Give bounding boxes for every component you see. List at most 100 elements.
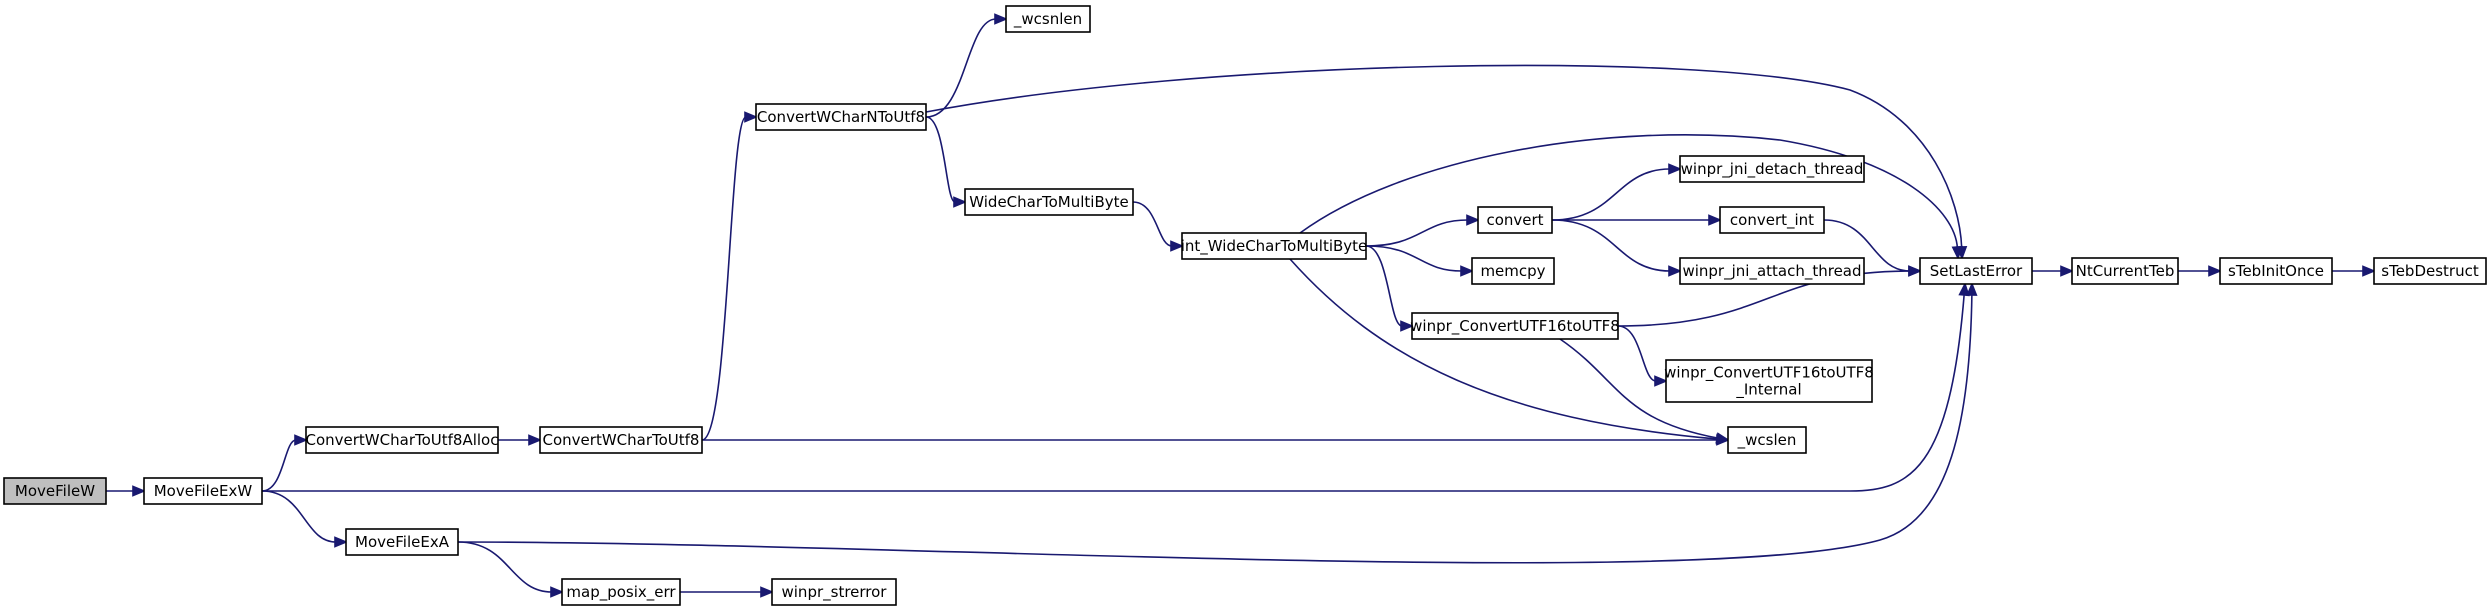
- node-label: convert_int: [1730, 211, 1814, 230]
- arrow-head-icon: [1170, 240, 1185, 252]
- node-label: _wcslen: [1737, 431, 1797, 450]
- node-convertwcharntoutf8[interactable]: ConvertWCharNToUtf8: [755, 103, 927, 131]
- edge-movefileexw-to-movefileexa: [261, 490, 349, 548]
- node-label: NtCurrentTeb: [2076, 262, 2175, 280]
- edge-int-widechartomultibyte-to-memcpy: [1365, 245, 1475, 277]
- node-wcsnlen[interactable]: _wcsnlen: [1005, 5, 1091, 33]
- node-label: winpr_jni_attach_thread: [1682, 262, 1861, 281]
- arrow-head-icon: [2060, 265, 2075, 277]
- node-label: winpr_ConvertUTF16toUTF8: [1410, 317, 1620, 336]
- node-box: [539, 426, 703, 454]
- node-box: [561, 578, 681, 606]
- edge-winpr-convertutf16toutf8-to-winpr-convertutf16toutf8-internal: [1617, 325, 1669, 387]
- edge-line: [1289, 258, 1719, 440]
- node-box: [1005, 5, 1091, 33]
- node-label: MoveFileExA: [355, 533, 450, 551]
- node-label: WideCharToMultiByte: [969, 193, 1129, 211]
- node-convert-int[interactable]: convert_int: [1719, 206, 1825, 234]
- edge-line: [1617, 325, 1657, 382]
- node-winpr-strerror[interactable]: winpr_strerror: [771, 578, 897, 606]
- node-winpr-convertutf16toutf8-internal[interactable]: winpr_ConvertUTF16toUTF8_Internal: [1664, 359, 1874, 403]
- call-edges: [105, 13, 2377, 598]
- node-label: ConvertWCharToUtf8: [543, 431, 700, 449]
- node-movefileexw[interactable]: MoveFileExW: [143, 477, 263, 505]
- edge-int-widechartomultibyte-to-wcslen: [1289, 258, 1731, 445]
- node-widechartomultibyte[interactable]: WideCharToMultiByte: [964, 188, 1134, 216]
- edge-line: [1299, 134, 1959, 249]
- node-label: MoveFileW: [15, 482, 95, 500]
- node-box: [2373, 257, 2487, 285]
- node-convertwchartoutf8[interactable]: ConvertWCharToUtf8: [539, 426, 703, 454]
- edge-convertwcharntoutf8-to-widechartomultibyte: [925, 116, 968, 208]
- node-box: [1727, 426, 1807, 454]
- arrow-head-icon: [1668, 163, 1683, 175]
- node-winpr-jni-detach-thread[interactable]: winpr_jni_detach_thread: [1679, 155, 1865, 183]
- edge-line: [925, 18, 997, 118]
- edge-line: [261, 490, 337, 543]
- node-label: winpr_jni_detach_thread: [1681, 160, 1864, 179]
- edge-convertwchartoutf8alloc-to-convertwchartoutf8: [498, 434, 543, 446]
- edge-movefileexa-to-setlasterror: [457, 281, 1978, 564]
- arrow-head-icon: [1400, 320, 1415, 332]
- arrow-head-icon: [1966, 281, 1978, 296]
- edge-line: [261, 439, 297, 492]
- edge-line: [925, 116, 956, 203]
- node-wcslen[interactable]: _wcslen: [1727, 426, 1807, 454]
- arrow-head-icon: [550, 586, 565, 598]
- arrow-head-icon: [2208, 265, 2223, 277]
- node-box: [1679, 155, 1865, 183]
- arrow-head-icon: [294, 434, 309, 446]
- arrow-head-icon: [1668, 265, 1683, 277]
- node-winpr-convertutf16toutf8[interactable]: winpr_ConvertUTF16toUTF8: [1410, 312, 1620, 340]
- arrow-head-icon: [744, 111, 759, 123]
- arrow-head-icon: [760, 586, 775, 598]
- node-setlasterror[interactable]: SetLastError: [1919, 257, 2033, 285]
- arrow-head-icon: [994, 13, 1009, 25]
- edge-line: [457, 293, 1973, 564]
- arrow-head-icon: [2362, 265, 2377, 277]
- node-convert[interactable]: convert: [1477, 206, 1553, 234]
- node-box: [755, 103, 927, 131]
- node-map-posix-err[interactable]: map_posix_err: [561, 578, 681, 606]
- edge-ntcurrentteb-to-stebinitonce: [2177, 265, 2223, 277]
- edge-int-widechartomultibyte-to-convert: [1365, 214, 1481, 247]
- arrow-head-icon: [1708, 214, 1723, 226]
- node-box: [964, 188, 1134, 216]
- node-int-widechartomultibyte[interactable]: int_WideCharToMultiByte: [1181, 232, 1368, 260]
- node-box: [1477, 206, 1553, 234]
- arrow-head-icon: [1466, 214, 1481, 226]
- node-label: _Internal: [1735, 381, 1801, 400]
- arrow-head-icon: [334, 536, 349, 548]
- edge-line: [457, 541, 553, 593]
- node-ntcurrentteb[interactable]: NtCurrentTeb: [2071, 257, 2179, 285]
- edge-line: [1551, 168, 1671, 221]
- node-memcpy[interactable]: memcpy: [1471, 257, 1555, 285]
- node-label: map_posix_err: [566, 583, 676, 602]
- node-convertwchartoutf8alloc[interactable]: ConvertWCharToUtf8Alloc: [305, 426, 499, 454]
- node-winpr-jni-attach-thread[interactable]: winpr_jni_attach_thread: [1679, 257, 1865, 285]
- node-label: winpr_strerror: [782, 583, 888, 602]
- arrow-head-icon: [1951, 245, 1963, 261]
- function-nodes: MoveFileW MoveFileExW ConvertWCharToUtf8Al…: [3, 5, 2487, 606]
- node-box: [771, 578, 897, 606]
- node-movefileexa[interactable]: MoveFileExA: [345, 528, 459, 556]
- node-stebdestruct[interactable]: sTebDestruct: [2373, 257, 2487, 285]
- node-label: convert: [1486, 211, 1543, 229]
- node-label: ConvertWCharToUtf8Alloc: [306, 431, 499, 449]
- edge-line: [262, 293, 1965, 492]
- node-label: _wcsnlen: [1013, 10, 1082, 29]
- arrow-head-icon: [1908, 265, 1923, 277]
- node-box: [1919, 257, 2033, 285]
- node-movefilew[interactable]: MoveFileW: [3, 477, 107, 505]
- edge-movefilew-to-movefileexw: [105, 485, 147, 497]
- node-box: [3, 477, 107, 505]
- edge-movefileexw-to-convertwchartoutf8alloc: [261, 434, 309, 492]
- edge-int-widechartomultibyte-to-setlasterror: [1299, 134, 1963, 261]
- node-label: sTebDestruct: [2381, 262, 2479, 280]
- node-box: [1411, 312, 1619, 340]
- node-box: [1679, 257, 1865, 285]
- node-label: int_WideCharToMultiByte: [1181, 237, 1368, 256]
- node-stebinitonce[interactable]: sTebInitOnce: [2219, 257, 2333, 285]
- edge-line: [925, 64, 1963, 249]
- edge-convertwchartoutf8-to-convertwcharntoutf8: [701, 111, 759, 441]
